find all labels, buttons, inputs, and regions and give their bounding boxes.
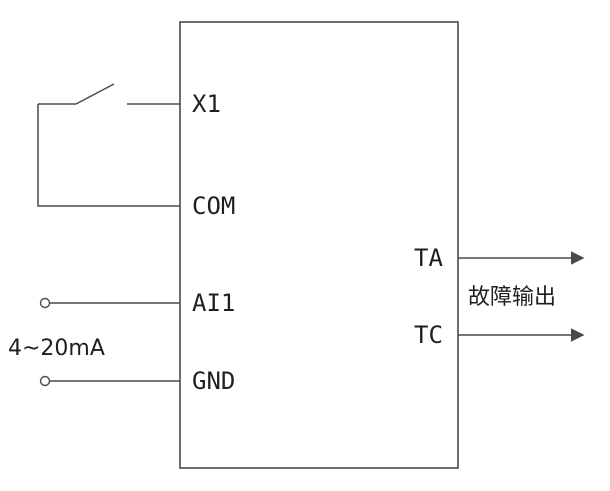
device-box <box>179 21 459 469</box>
terminal-label-gnd: GND <box>192 367 235 395</box>
terminal-label-x1: X1 <box>192 90 221 118</box>
wire-com <box>37 104 180 207</box>
current-input-label: 4~20mA <box>8 336 105 361</box>
switch-symbol <box>38 83 180 105</box>
switch-blade <box>75 83 115 105</box>
ai1-terminal-node <box>39 297 51 309</box>
terminal-label-ta: TA <box>414 244 443 272</box>
terminal-label-tc: TC <box>414 321 443 349</box>
terminal-label-ai1: AI1 <box>192 289 235 317</box>
fault-output-label: 故障输出 <box>468 285 556 310</box>
gnd-terminal-node <box>39 375 51 387</box>
terminal-label-com: COM <box>192 192 235 220</box>
